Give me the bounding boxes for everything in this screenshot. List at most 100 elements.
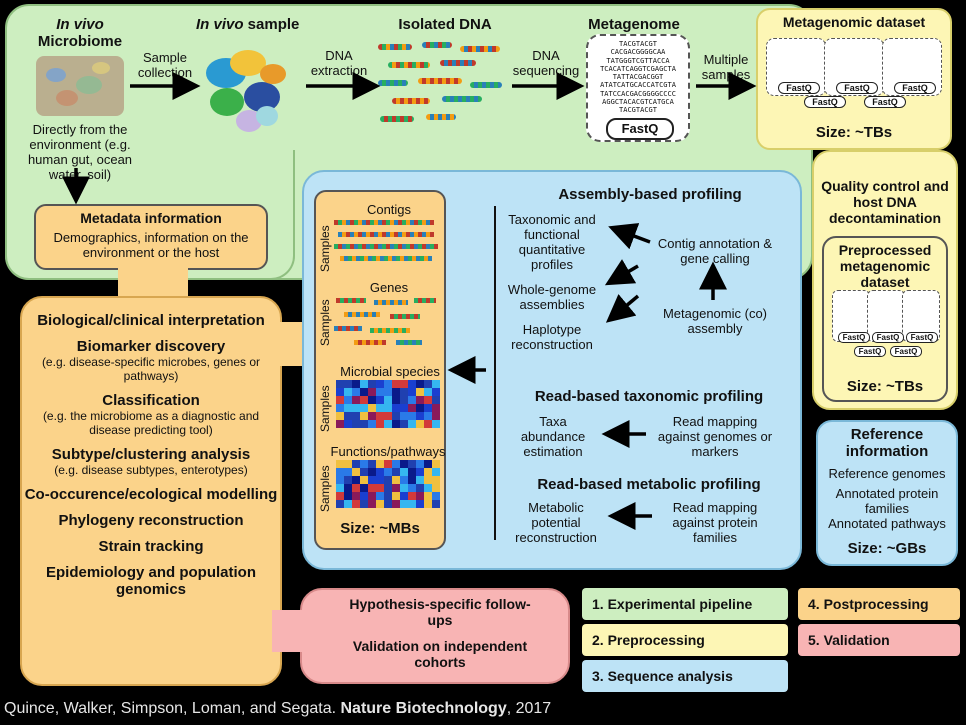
- postprocessing-item-title: Strain tracking: [98, 538, 204, 555]
- in-vivo-microbiome-caption: Directly from the environment (e.g. huma…: [27, 122, 133, 182]
- heatmap-cell: [408, 388, 416, 396]
- heatmap-cell: [432, 380, 440, 388]
- heatmap-cell: [432, 468, 440, 476]
- reference-size: Size: ~GBs: [847, 540, 927, 557]
- legend-label-4: 4. Postprocessing: [808, 596, 929, 612]
- heatmap-cell: [376, 476, 384, 484]
- heatmap-cell: [352, 484, 360, 492]
- microbiome-illustration: [36, 56, 124, 116]
- heatmap-cell: [344, 484, 352, 492]
- heatmap-cell: [352, 380, 360, 388]
- citation: Quince, Walker, Simpson, Loman, and Sega…: [4, 700, 552, 717]
- heatmap-cell: [400, 468, 408, 476]
- heatmap-cell: [400, 484, 408, 492]
- heatmap-cell: [384, 396, 392, 404]
- postprocessing-item: Co-occurence/ecological modelling: [22, 486, 280, 503]
- heatmap-cell: [336, 460, 344, 468]
- metagenome-read: ATATCATGCACCATCGTA: [600, 81, 676, 90]
- heatmap-cell: [424, 396, 432, 404]
- metagenome-read: TATGGGTCGTTACCA: [606, 56, 670, 65]
- heatmap-cell: [392, 396, 400, 404]
- heatmap-cell: [416, 404, 424, 412]
- genes-illustration: [334, 296, 440, 346]
- heatmap-cell: [360, 388, 368, 396]
- whole-genome-assemblies: Whole-genome assemblies: [507, 282, 597, 312]
- postprocessing-panel: [20, 296, 282, 686]
- metagenomic-dataset-title: Metagenomic dataset: [782, 14, 926, 30]
- postprocessing-item: Phylogeny reconstruction: [22, 512, 280, 529]
- legend-experimental: [582, 588, 788, 620]
- heatmap-cell: [336, 492, 344, 500]
- samples-axis-4: Samples: [318, 465, 332, 512]
- heatmap-cell: [432, 476, 440, 484]
- read-tax-title: Read-based taxonomic profiling: [534, 388, 764, 405]
- heatmap-cell: [336, 396, 344, 404]
- taxa-abundance: Taxa abundance estimation: [520, 414, 586, 459]
- heatmap-cell: [416, 380, 424, 388]
- reference-box: [816, 420, 958, 566]
- heatmap-cell: [344, 492, 352, 500]
- heatmap-cell: [352, 460, 360, 468]
- reference-title: Reference information: [845, 426, 929, 460]
- heatmap-cell: [352, 396, 360, 404]
- metagenomic-dataset-files: FastQ FastQ FastQ FastQ FastQ: [766, 36, 942, 112]
- heatmap-cell: [432, 460, 440, 468]
- heatmap-cell: [400, 404, 408, 412]
- connector-validation: [272, 610, 308, 652]
- legend-validation: [798, 624, 960, 656]
- heatmap-cell: [352, 420, 360, 428]
- analysis-separator: [494, 206, 496, 540]
- heatmap-cell: [368, 492, 376, 500]
- heatmap-cell: [400, 388, 408, 396]
- heatmap-cell: [344, 468, 352, 476]
- heatmap-cell: [392, 460, 400, 468]
- isolated-dna-title: Isolated DNA: [398, 16, 492, 33]
- postprocessing-item-title: Phylogeny reconstruction: [58, 512, 244, 529]
- metagenome-read: CACGACGGGGCAA: [610, 48, 666, 57]
- heatmap-cell: [424, 388, 432, 396]
- heatmap-cell: [360, 492, 368, 500]
- read-mapping-genomes: Read mapping against genomes or markers: [657, 414, 773, 459]
- samples-axis-1: Samples: [318, 225, 332, 272]
- heatmap-cell: [400, 492, 408, 500]
- heatmap-cell: [376, 412, 384, 420]
- heatmap-cell: [368, 476, 376, 484]
- heatmap-cell: [384, 412, 392, 420]
- heatmap-cell: [384, 476, 392, 484]
- reference-item-protein: Annotated protein families: [835, 486, 939, 516]
- heatmap-cell: [360, 468, 368, 476]
- heatmap-cell: [416, 412, 424, 420]
- heatmap-cell: [360, 380, 368, 388]
- species-heatmap: [336, 380, 440, 428]
- heatmap-cell: [360, 404, 368, 412]
- heatmap-cell: [360, 420, 368, 428]
- heatmap-cell: [360, 460, 368, 468]
- postprocessing-item: Epidemiology and population genomics: [22, 564, 280, 598]
- heatmap-cell: [392, 380, 400, 388]
- read-met-title: Read-based metabolic profiling: [537, 476, 761, 493]
- reference-item-genomes: Reference genomes: [828, 466, 946, 481]
- metagenome-read: TATTACGACGGT: [612, 73, 664, 82]
- postprocessing-item: Subtype/clustering analysis(e.g. disease…: [22, 446, 280, 477]
- reference-item-pathways: Annotated pathways: [828, 516, 946, 531]
- heatmap-cell: [344, 476, 352, 484]
- tax-func-profiles: Taxonomic and functional quantitative pr…: [508, 212, 596, 272]
- heatmap-cell: [352, 468, 360, 476]
- legend-label-5: 5. Validation: [808, 632, 890, 648]
- legend-preprocessing: [582, 624, 788, 656]
- heatmap-cell: [408, 468, 416, 476]
- heatmap-cell: [368, 412, 376, 420]
- heatmap-cell: [416, 468, 424, 476]
- heatmap-cell: [352, 404, 360, 412]
- heatmap-cell: [392, 420, 400, 428]
- heatmap-cell: [424, 460, 432, 468]
- heatmap-cell: [432, 492, 440, 500]
- heatmap-cell: [384, 492, 392, 500]
- sample-collection-label: Sample collection: [137, 50, 193, 80]
- heatmap-cell: [336, 388, 344, 396]
- validation-line-2: Validation on independent cohorts: [352, 638, 528, 670]
- heatmap-cell: [408, 500, 416, 508]
- postprocessing-item-subtitle: (e.g. the microbiome as a diagnostic and…: [42, 409, 260, 437]
